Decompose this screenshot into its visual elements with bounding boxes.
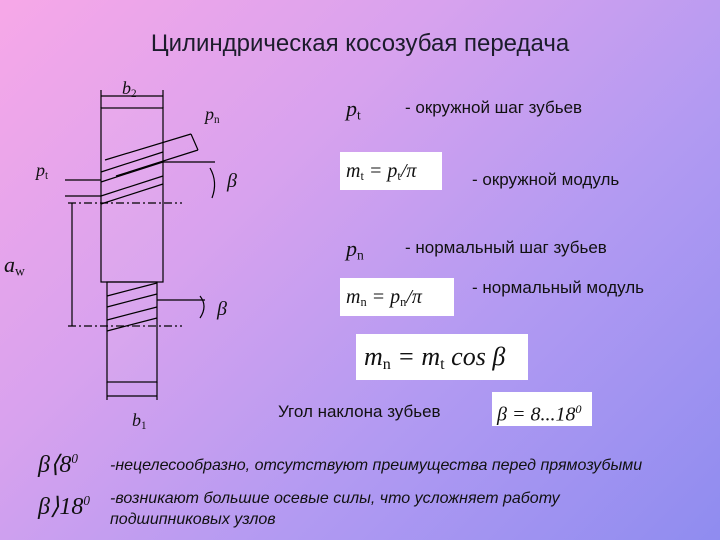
angle-formula: β = 8...180 (492, 392, 592, 426)
def-pt-text: - окружной шаг зубьев (405, 98, 583, 117)
def-pn-symbol: pn (346, 236, 364, 263)
label-pt: pt (36, 160, 49, 182)
upper-tooth-line (100, 175, 164, 197)
beta-lower-arc (199, 295, 205, 319)
lower-tooth-line (106, 293, 158, 308)
lower-gear-body (106, 281, 158, 383)
lower-tooth-line (106, 306, 158, 321)
label-pn: pn (205, 104, 220, 126)
def-mn-formula: mn = pn/π (340, 278, 454, 316)
label-beta-upper: β (227, 170, 237, 192)
upper-tooth-line (100, 161, 164, 183)
def-pn-text: - нормальный шаг зубьев (405, 238, 607, 257)
def-mn-text: - нормальный модуль (472, 278, 645, 297)
label-b1: b1 (132, 410, 147, 432)
pitch-normal-line (115, 149, 199, 177)
def-mt-text: - окружной модуль (472, 170, 620, 189)
cond2-symbol: β⟩180 (38, 493, 90, 520)
upper-tooth-line (100, 151, 164, 173)
pitch-normal-line (104, 133, 192, 161)
upper-tooth-line (100, 183, 164, 205)
cond1-text: -нецелесообразно, отсутствуют преимущест… (110, 457, 643, 474)
page-title: Цилиндрическая косозубая передача (150, 30, 570, 57)
angle-label: Угол наклона зубьев (278, 402, 441, 421)
label-aw: aw (4, 252, 25, 279)
lower-tooth-line (106, 317, 158, 332)
upper-gear-body (100, 107, 164, 283)
def-mt-formula: mt = pt/π (340, 152, 442, 190)
def-pt-symbol: pt (346, 96, 361, 123)
beta-upper-arc (209, 167, 216, 199)
pitch-normal-end (190, 133, 199, 151)
label-beta-lower: β (217, 298, 227, 320)
cond2-text: -возникают большие осевые силы, что усло… (110, 490, 560, 528)
label-b2: b2 (122, 78, 137, 100)
cond1-symbol: β⟨80 (38, 451, 78, 478)
lower-tooth-line (106, 282, 158, 297)
main-formula: mn = mt cos β (356, 334, 528, 380)
